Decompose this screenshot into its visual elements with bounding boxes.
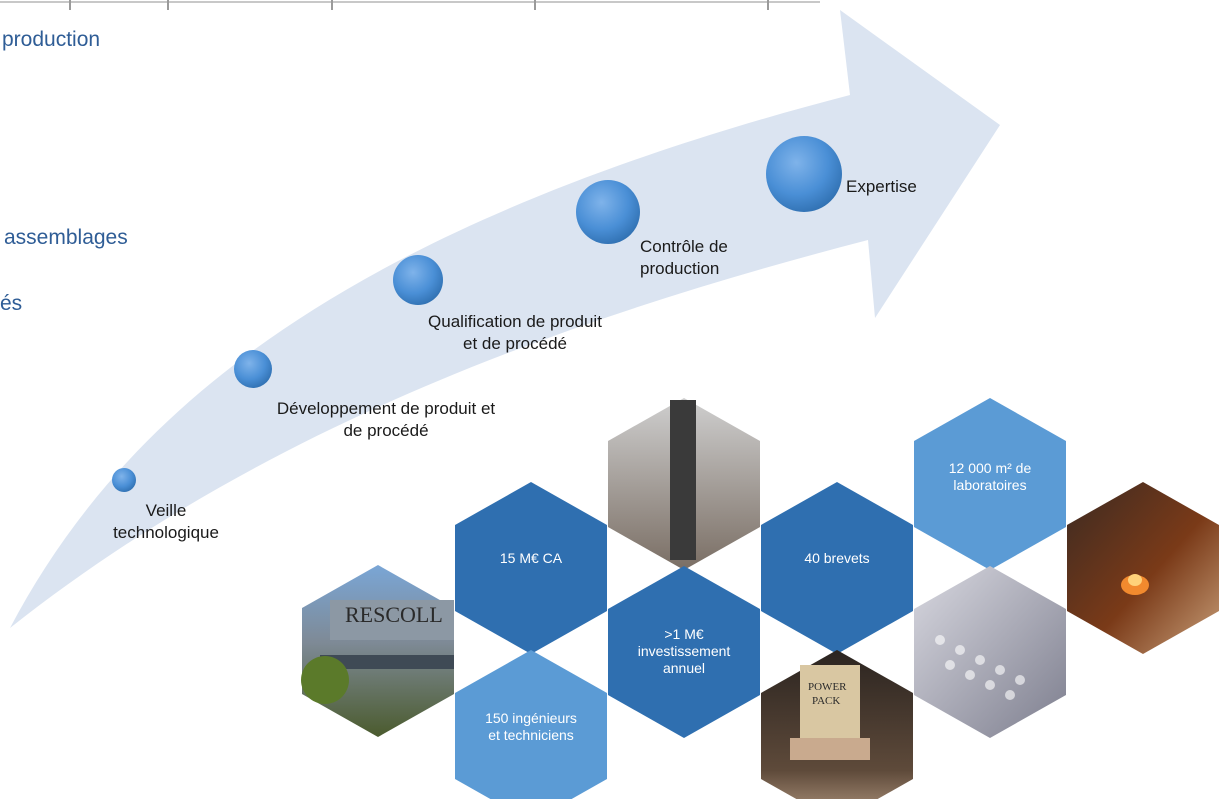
- hex-investment-text: >1 M€ investissement annuel: [637, 626, 731, 676]
- book-label-text-2: PACK: [812, 695, 840, 707]
- milestone-circle-4: [576, 180, 640, 244]
- hex-staff-text: 150 ingénieurs et techniciens: [485, 710, 577, 743]
- progress-arrow: [10, 10, 1000, 628]
- milestone-label-4: Contrôle de production: [640, 237, 728, 278]
- milestone-circle-5: [766, 136, 842, 212]
- milestone-circle-2: [234, 350, 272, 388]
- book-label-text: POWER: [808, 681, 847, 693]
- milestone-label-1: Veille technologique: [113, 501, 219, 542]
- milestone-circle-1: [112, 468, 136, 492]
- hex-patents-text: 40 brevets: [804, 550, 870, 566]
- hex-labs-text: 12 000 m² de laboratoires: [948, 460, 1032, 493]
- milestone-circle-3: [393, 255, 443, 305]
- hex-revenue-text: 15 M€ CA: [499, 550, 563, 566]
- hex-labs: [914, 398, 1066, 570]
- hex-photo-vials: [914, 566, 1066, 738]
- top-header-line: [0, 0, 820, 10]
- hex-photo-fire: [1067, 482, 1219, 654]
- milestone-label-2: Développement de produit et de procédé: [276, 399, 496, 440]
- hex-photo-machine: [608, 398, 760, 570]
- milestone-label-3: Qualification de produit et de procédé: [428, 312, 602, 353]
- hex-photo-building: [301, 565, 454, 737]
- building-sign-text: RESCOLL: [345, 602, 443, 627]
- hex-photo-book: [761, 650, 913, 799]
- milestone-label-5: Expertise: [846, 177, 917, 196]
- hex-revenue: [455, 482, 607, 654]
- hex-patents: [761, 482, 913, 654]
- left-text-assemblages: assemblages: [4, 226, 128, 249]
- hex-staff: [455, 650, 607, 799]
- left-text-es: és: [0, 292, 23, 315]
- hex-investment: [608, 566, 760, 738]
- left-text-production: production: [2, 28, 101, 51]
